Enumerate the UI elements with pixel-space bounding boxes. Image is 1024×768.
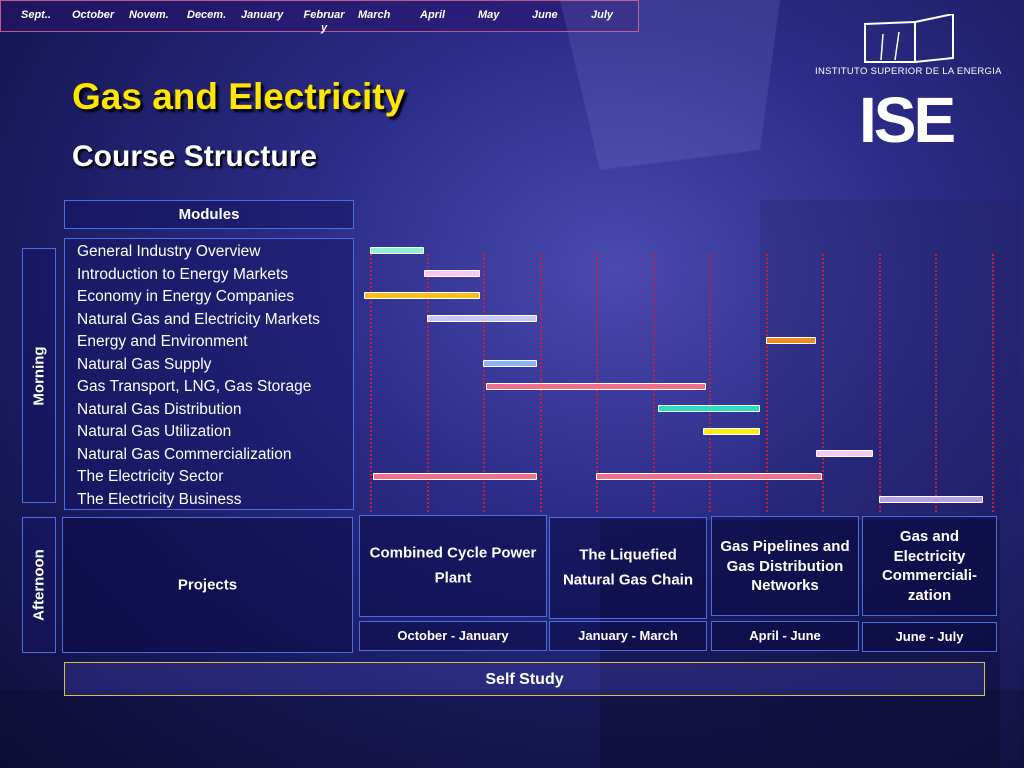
month-label: Februar y bbox=[303, 9, 345, 34]
modules-header: Modules bbox=[64, 200, 354, 229]
module-item: The Electricity Sector bbox=[77, 468, 224, 485]
month-label: April bbox=[420, 9, 446, 21]
self-study-bar: Self Study bbox=[64, 662, 985, 696]
month-label: Sept.. bbox=[21, 9, 51, 21]
page-title: Gas and Electricity bbox=[72, 76, 406, 117]
module-item: Natural Gas and Electricity Markets bbox=[77, 310, 320, 328]
module-item: Energy and Environment bbox=[77, 333, 248, 350]
month-label: March bbox=[358, 9, 391, 21]
project-period: January - March bbox=[549, 621, 707, 651]
month-label: Decem. bbox=[187, 9, 227, 21]
month-gridline bbox=[370, 254, 372, 512]
module-bar bbox=[364, 292, 481, 300]
module-item: Gas Transport, LNG, Gas Storage bbox=[77, 378, 312, 395]
page-subtitle: Course Structure bbox=[72, 140, 318, 173]
project-period: October - January bbox=[359, 621, 547, 651]
project-box: Gas and Electricity Commerciali-zation bbox=[862, 516, 997, 616]
module-bar bbox=[703, 427, 760, 435]
month-gridline bbox=[709, 254, 711, 512]
project-name: Gas Pipelines and Gas Distribution Netwo… bbox=[720, 537, 850, 594]
afternoon-label-box: Afternoon bbox=[22, 517, 56, 653]
module-bar bbox=[370, 247, 424, 254]
month-gridline bbox=[822, 254, 824, 512]
month-label: June bbox=[532, 9, 558, 21]
module-item: Natural Gas Commercialization bbox=[77, 445, 292, 463]
module-bar bbox=[372, 473, 537, 480]
morning-label: Morning bbox=[30, 345, 48, 406]
project-name: Gas and Electricity Commerciali-zation bbox=[881, 528, 978, 604]
morning-label-box: Morning bbox=[22, 248, 56, 503]
module-item: Natural Gas Supply bbox=[77, 355, 212, 373]
module-bar bbox=[765, 337, 817, 345]
month-gridline bbox=[426, 254, 429, 512]
module-bar bbox=[658, 405, 760, 413]
project-box: Gas Pipelines and Gas Distribution Netwo… bbox=[711, 516, 859, 616]
module-item: General Industry Overview bbox=[77, 243, 261, 260]
month-gridline bbox=[878, 254, 881, 512]
month-label: October bbox=[72, 9, 115, 21]
month-label: Novem. bbox=[129, 9, 169, 21]
module-item: The Electricity Business bbox=[77, 490, 242, 508]
month-label: January bbox=[241, 9, 284, 21]
module-bar bbox=[485, 382, 707, 390]
months-header: Sept.. October Novem. Decem. January Februar … bbox=[0, 0, 639, 34]
month-gridline bbox=[483, 254, 485, 512]
project-name: Combined Cycle Power Plant bbox=[369, 544, 537, 586]
module-item: Introduction to Energy Markets bbox=[77, 265, 289, 283]
project-box: Combined Cycle Power Plant bbox=[359, 515, 547, 617]
projects-label: Projects bbox=[177, 576, 238, 594]
month-label: July bbox=[591, 9, 614, 21]
module-bar bbox=[878, 495, 984, 503]
module-item: Economy in Energy Companies bbox=[77, 288, 295, 305]
afternoon-label: Afternoon bbox=[30, 549, 48, 621]
module-bar bbox=[596, 473, 822, 480]
module-item: Natural Gas Utilization bbox=[77, 423, 232, 440]
project-box: The Liquefied Natural Gas Chain bbox=[549, 517, 707, 619]
month-gridline bbox=[765, 254, 768, 512]
month-gridline bbox=[935, 254, 937, 512]
month-label: May bbox=[478, 9, 500, 21]
project-name: The Liquefied Natural Gas Chain bbox=[562, 546, 694, 588]
module-bar bbox=[423, 269, 481, 277]
project-period: June - July bbox=[862, 622, 997, 652]
logo-acronym: ISE bbox=[859, 84, 956, 156]
logo-emblem-icon bbox=[864, 14, 954, 64]
module-bar bbox=[426, 314, 537, 322]
month-gridline bbox=[991, 254, 994, 512]
projects-box: Projects bbox=[62, 517, 353, 653]
module-item: Natural Gas Distribution bbox=[77, 400, 242, 418]
module-bar bbox=[483, 360, 537, 367]
ise-logo: INSTITUTO SUPERIOR DE LA ENERGIA ISE bbox=[815, 14, 1015, 152]
logo-institute-name: INSTITUTO SUPERIOR DE LA ENERGIA bbox=[815, 66, 1002, 77]
project-period: April - June bbox=[711, 621, 859, 651]
module-bar bbox=[816, 450, 873, 458]
